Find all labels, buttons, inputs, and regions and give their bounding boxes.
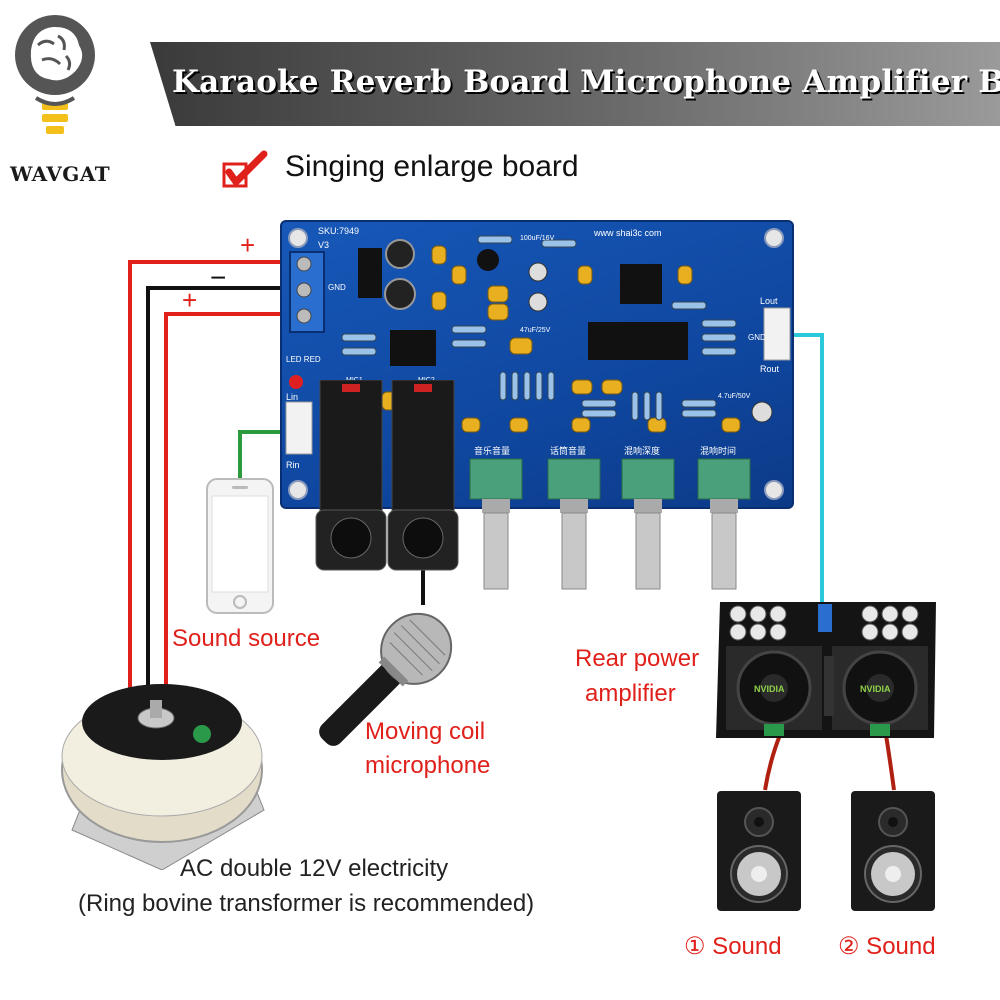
subtitle: Singing enlarge board (285, 150, 579, 183)
mic-jacks (315, 380, 459, 571)
power-amplifier-board: NVIDIA NVIDIA (714, 596, 940, 744)
board-sku: SKU:7949 (318, 226, 359, 236)
plus-sign-top: + (240, 230, 256, 260)
toroidal-transformer-icon (52, 660, 272, 871)
board-led: LED RED (286, 355, 321, 364)
board-version: V3 (318, 240, 329, 250)
board-site: www shai3c com (593, 228, 662, 238)
rear-amp-label-line2: amplifier (585, 680, 676, 707)
plus-sign-bottom: + (182, 285, 198, 315)
speaker-2-label: ② Sound (838, 933, 936, 960)
board-gnd-right: GND (748, 333, 766, 342)
amp-brand-left: NVIDIA (754, 684, 785, 694)
pot-knob-reverb-time (697, 458, 751, 590)
pot-label-1: 音乐音量 (474, 445, 510, 456)
potentiometers[interactable] (460, 455, 780, 595)
ac-label-line1: AC double 12V electricity (180, 855, 449, 882)
board-lin: Lin (286, 392, 298, 402)
board-cap3: 4.7uF/50V (718, 393, 751, 400)
board-lout: Lout (760, 296, 778, 306)
sound-source-label: Sound source (172, 625, 321, 652)
speaker-2-icon (850, 790, 936, 912)
pot-knob-mic-volume (547, 458, 601, 590)
board-cap2: 47uF/25V (520, 327, 551, 334)
pot-knob-music-volume (469, 458, 523, 590)
board-rin: Rin (286, 460, 300, 470)
board-cap1: 100uF/16V (520, 235, 555, 242)
pot-label-3: 混响深度 (624, 445, 660, 456)
page-title: Karaoke Reverb Board Microphone Amplifie… (172, 64, 1000, 100)
rear-amp-label-line1: Rear power (575, 645, 700, 672)
pot-label-4: 混响时间 (700, 445, 736, 456)
microphone-icon (300, 600, 470, 760)
mic-label-line2: microphone (365, 752, 491, 779)
speaker-1-icon (716, 790, 802, 912)
title-bar: Karaoke Reverb Board Microphone Amplifie… (150, 42, 1000, 126)
amp-brand-right: NVIDIA (860, 684, 891, 694)
board-gnd: GND (328, 283, 346, 292)
brand-logo (8, 10, 103, 155)
check-icon (222, 150, 272, 190)
ac-label-line2: (Ring bovine transformer is recommended) (78, 890, 535, 917)
pot-label-2: 话筒音量 (550, 445, 586, 456)
pot-knob-reverb-depth (621, 458, 675, 590)
phone-icon (206, 478, 274, 614)
mic-label-line1: Moving coil (365, 718, 486, 745)
brand-name: WAVGAT (10, 162, 111, 186)
board-rout: Rout (760, 364, 780, 374)
brain-bulb-icon (15, 15, 95, 134)
speaker-1-label: ① Sound (684, 933, 782, 960)
minus-sign: − (210, 262, 227, 293)
